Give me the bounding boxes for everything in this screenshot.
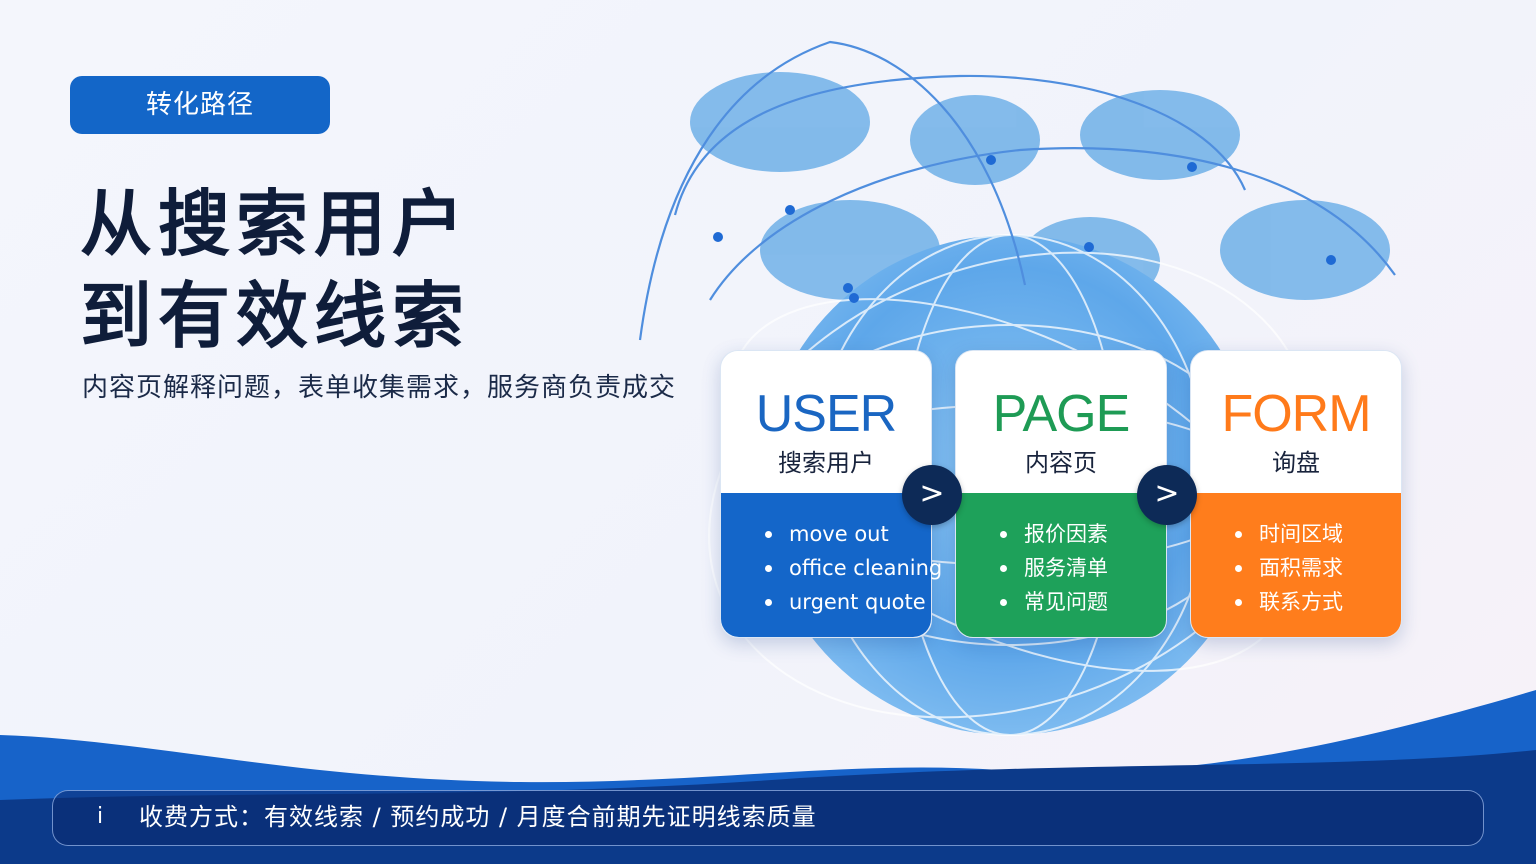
card-form: FORM 询盘 时间区域 面积需求 联系方式 xyxy=(1190,350,1402,638)
card-page-heading: PAGE xyxy=(992,385,1131,443)
card-form-label: 询盘 xyxy=(1272,449,1320,477)
card-page-header: PAGE 内容页 xyxy=(956,351,1166,493)
card-user-header: USER 搜索用户 xyxy=(721,351,931,493)
section-tag: 转化路径 xyxy=(70,76,330,134)
card-form-heading: FORM xyxy=(1221,385,1371,443)
card-user-heading: USER xyxy=(755,385,897,443)
page-title: 从搜索用户 到有效线索 xyxy=(80,178,470,362)
list-item: 服务清单 xyxy=(1000,551,1166,585)
card-user-list: move out office cleaning urgent quote xyxy=(721,493,942,619)
list-item: move out xyxy=(765,517,931,551)
card-page-body: 报价因素 服务清单 常见问题 xyxy=(956,493,1166,637)
list-item: 常见问题 xyxy=(1000,585,1166,619)
card-form-body: 时间区域 面积需求 联系方式 xyxy=(1191,493,1401,637)
card-user-label: 搜索用户 xyxy=(778,449,874,477)
card-form-list: 时间区域 面积需求 联系方式 xyxy=(1191,493,1401,619)
card-page-list: 报价因素 服务清单 常见问题 xyxy=(956,493,1166,619)
card-form-header: FORM 询盘 xyxy=(1191,351,1401,493)
list-item: urgent quote xyxy=(765,585,931,619)
list-item: 报价因素 xyxy=(1000,517,1166,551)
card-page: PAGE 内容页 报价因素 服务清单 常见问题 xyxy=(955,350,1167,638)
list-item: 时间区域 xyxy=(1235,517,1401,551)
list-item: 联系方式 xyxy=(1235,585,1401,619)
title-line-2: 到有效线索 xyxy=(80,274,471,358)
list-item: office cleaning xyxy=(765,551,942,585)
card-user-body: move out office cleaning urgent quote xyxy=(721,493,942,637)
footer-text: 收费方式：有效线索 / 预约成功 / 月度合前期先证明线索质量 xyxy=(139,803,817,831)
footer-note-bar: i 收费方式：有效线索 / 预约成功 / 月度合前期先证明线索质量 xyxy=(52,790,1484,846)
info-icon: i xyxy=(97,804,104,829)
title-line-1: 从搜索用户 xyxy=(80,182,471,266)
card-user: USER 搜索用户 move out office cleaning urgen… xyxy=(720,350,942,638)
list-item: 面积需求 xyxy=(1235,551,1401,585)
chevron-right-icon: > xyxy=(1137,465,1197,525)
chevron-right-icon: > xyxy=(902,465,962,525)
card-page-label: 内容页 xyxy=(1025,449,1097,477)
page-subtitle: 内容页解释问题，表单收集需求，服务商负责成交 xyxy=(82,373,677,403)
